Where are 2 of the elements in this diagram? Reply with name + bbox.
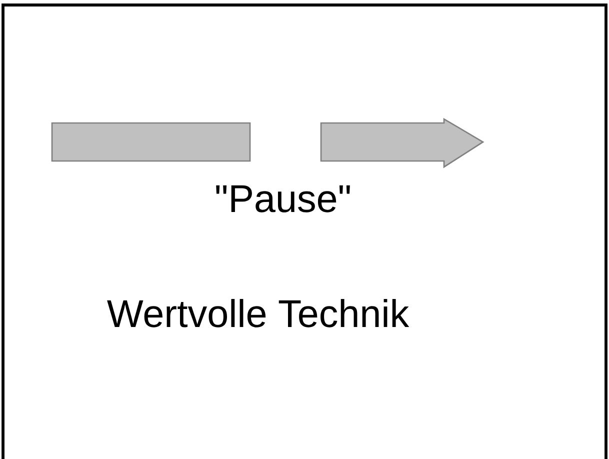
label-text: Wertvolle Technik xyxy=(107,298,410,328)
label-text: "Pause" xyxy=(216,185,350,212)
